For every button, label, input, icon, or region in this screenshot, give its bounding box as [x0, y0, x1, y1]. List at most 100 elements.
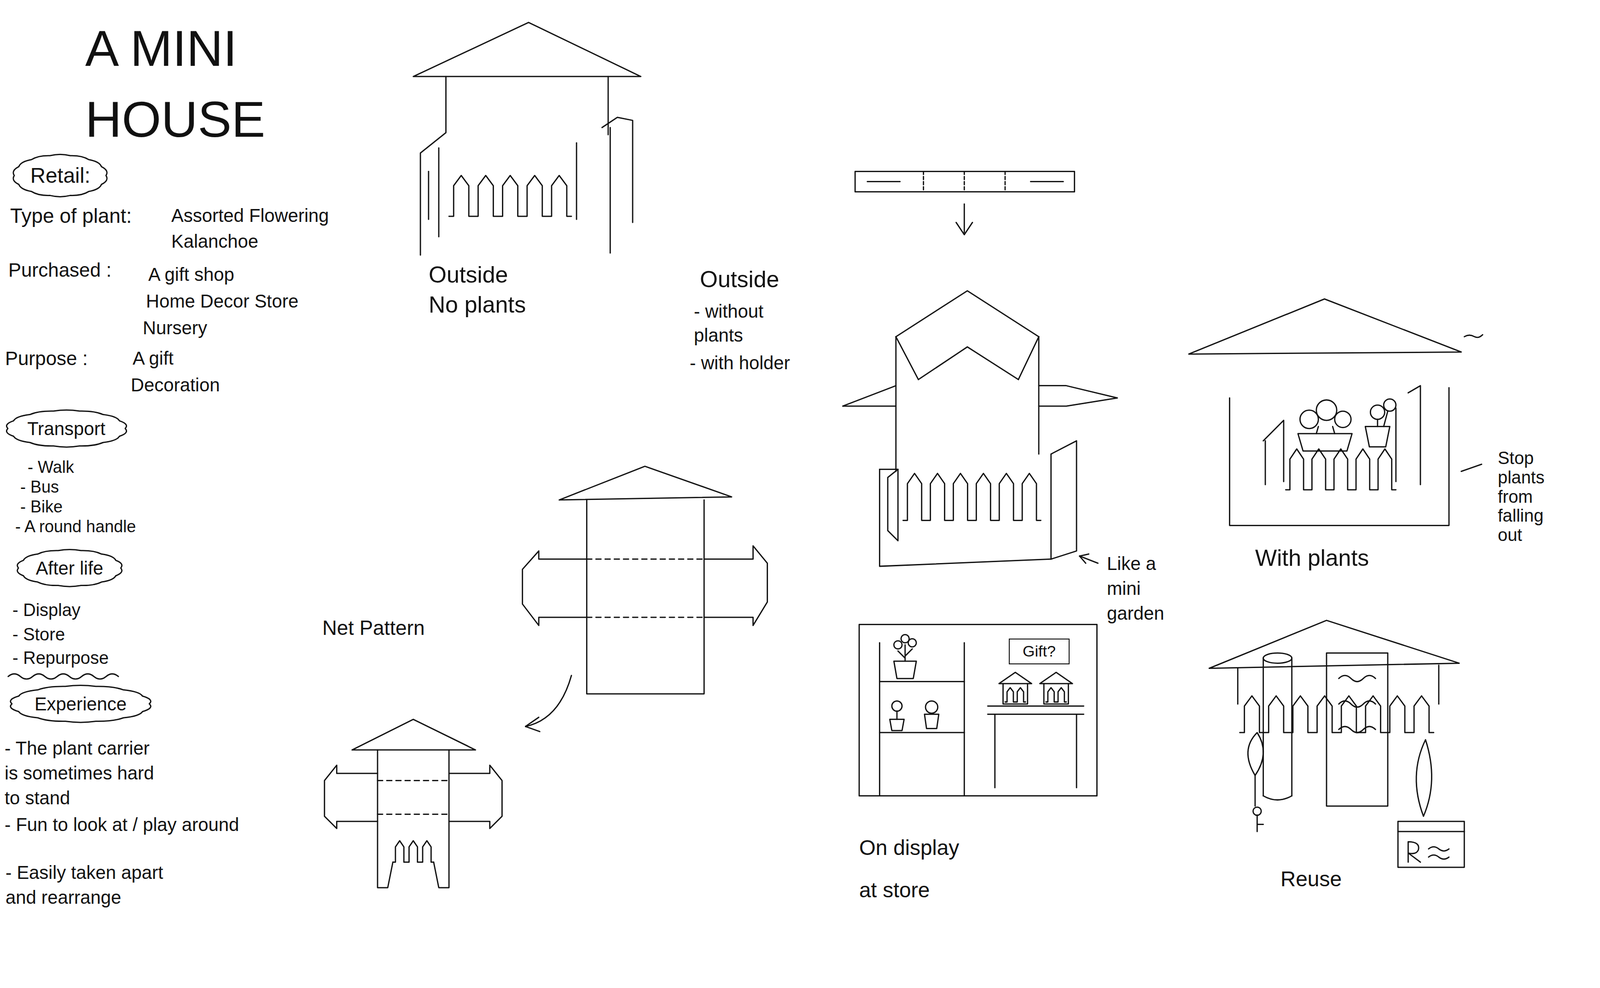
sketch-line: [607, 76, 609, 135]
cloud-heading: Retail:: [12, 153, 108, 198]
sketch-line: [879, 468, 898, 471]
handwritten-note: Like a mini garden: [1106, 551, 1176, 626]
sketch-line: [1046, 687, 1067, 703]
handwritten-note: A gift: [132, 346, 174, 371]
flat-strip: [855, 171, 1075, 192]
cloud-border: [6, 410, 127, 448]
sketch-line: [1264, 440, 1267, 485]
heading-text: Gift?: [1022, 642, 1056, 661]
sketch-line: [896, 290, 1039, 338]
sketch-line: [1338, 726, 1376, 733]
handwritten-note: Reuse: [1280, 865, 1342, 894]
sketch-line: [1247, 732, 1263, 776]
sketch-circle: [891, 701, 902, 712]
sketch-line: [879, 680, 965, 683]
sketch-line: [1256, 815, 1263, 832]
sketch-line: [1263, 796, 1292, 801]
handwritten-note: Net Pattern: [322, 614, 425, 641]
sketch-line: [433, 750, 449, 888]
handwritten-note: Nursery: [142, 315, 208, 340]
sketch-line: [895, 336, 897, 472]
handwritten-note: - Easily taken apart and rearrange: [5, 860, 181, 910]
sketch-line: [448, 175, 572, 217]
sketch-line: [918, 347, 1019, 380]
fold-line: [586, 558, 704, 560]
handwritten-note: Purchased :: [8, 257, 112, 284]
node-text-group: Retail:: [30, 163, 91, 188]
sketch-line: [1326, 652, 1388, 806]
sketch-line: [1408, 385, 1421, 485]
sketch-line: [987, 713, 1084, 716]
sketch-line: [924, 714, 939, 729]
sketch-line: [1051, 440, 1077, 559]
cloud-heading: After life: [17, 548, 123, 588]
sketch-line: [558, 466, 732, 501]
sketch-line: [1254, 775, 1257, 806]
handwritten-note: - Walk: [27, 458, 75, 477]
handwritten-note: On display at store: [859, 826, 970, 912]
sketch-line: [576, 142, 578, 220]
sketch-line: [352, 719, 476, 750]
sketch-line: [1397, 821, 1465, 868]
sketch-ellipse: [1263, 652, 1292, 664]
sketch-line: [878, 642, 881, 796]
sketch-line: [1263, 420, 1284, 482]
handwritten-note: - Fun to look at / play around: [4, 812, 239, 838]
sketch-line: [1397, 831, 1465, 833]
cloud-heading: Experience: [10, 684, 151, 724]
sketch-line: [843, 385, 896, 407]
sketch-line: [1076, 714, 1078, 788]
fold-line: [377, 779, 449, 782]
handwritten-note: - Repurpose: [12, 647, 109, 670]
sketch-line: [8, 674, 119, 680]
sketch-line: [1003, 683, 1028, 704]
handwritten-note: With plants: [1255, 543, 1369, 574]
fold-line: [377, 813, 449, 815]
sketch-circle: [925, 701, 938, 714]
sketch-line: [1285, 448, 1396, 490]
sketch-line: [890, 719, 905, 731]
sketch-line: [1437, 665, 1440, 704]
heading-text: After life: [35, 557, 104, 579]
sketch-line: [1188, 298, 1462, 355]
node-text-group: Transport: [27, 418, 106, 440]
sketch-line: [413, 22, 641, 77]
handwritten-note: - Store: [12, 623, 65, 646]
sketch-circle: [1316, 400, 1337, 421]
gift-sign: Gift?: [1008, 638, 1070, 664]
sketch-line: [963, 642, 966, 796]
cloud-border: [13, 154, 107, 197]
sketch-line: [879, 732, 965, 734]
fold-line: [963, 171, 966, 192]
sketch-circle: [1334, 411, 1351, 428]
sketch-line: [377, 750, 393, 888]
sketch-line: [1237, 668, 1239, 705]
sketch-line: [1079, 556, 1099, 564]
sketch-line: [956, 222, 973, 235]
sketch-line: [963, 203, 966, 233]
sketch-line: [1043, 683, 1069, 704]
fold-line: [1004, 171, 1007, 192]
sketch-line: [1262, 657, 1264, 796]
sketch-line: [525, 675, 572, 727]
fold-line: [586, 616, 704, 618]
handwritten-note: A gift shop: [148, 262, 235, 287]
sketch-line: [704, 546, 768, 626]
handwritten-note: Outside: [699, 264, 780, 295]
handwritten-note: - with holder: [689, 350, 791, 375]
node-text-group: Gift?: [1022, 642, 1056, 661]
handwritten-note: Outside No plants: [428, 260, 537, 320]
sketch-line: [1416, 739, 1432, 817]
sketch-line: [522, 551, 588, 626]
sketch-line: [427, 171, 430, 220]
handwritten-note: Assorted Flowering Kalanchoe: [171, 202, 356, 255]
sketch-circle: [1370, 405, 1385, 420]
handwritten-note: - Bus: [20, 477, 59, 497]
sketch-circle: [1299, 410, 1319, 429]
sketch-line: [525, 717, 539, 727]
handwritten-note: Stop plants from falling out: [1497, 448, 1551, 546]
store-frame: [859, 624, 1097, 796]
sketch-line: [843, 405, 896, 408]
sketch-line: [1209, 620, 1460, 669]
